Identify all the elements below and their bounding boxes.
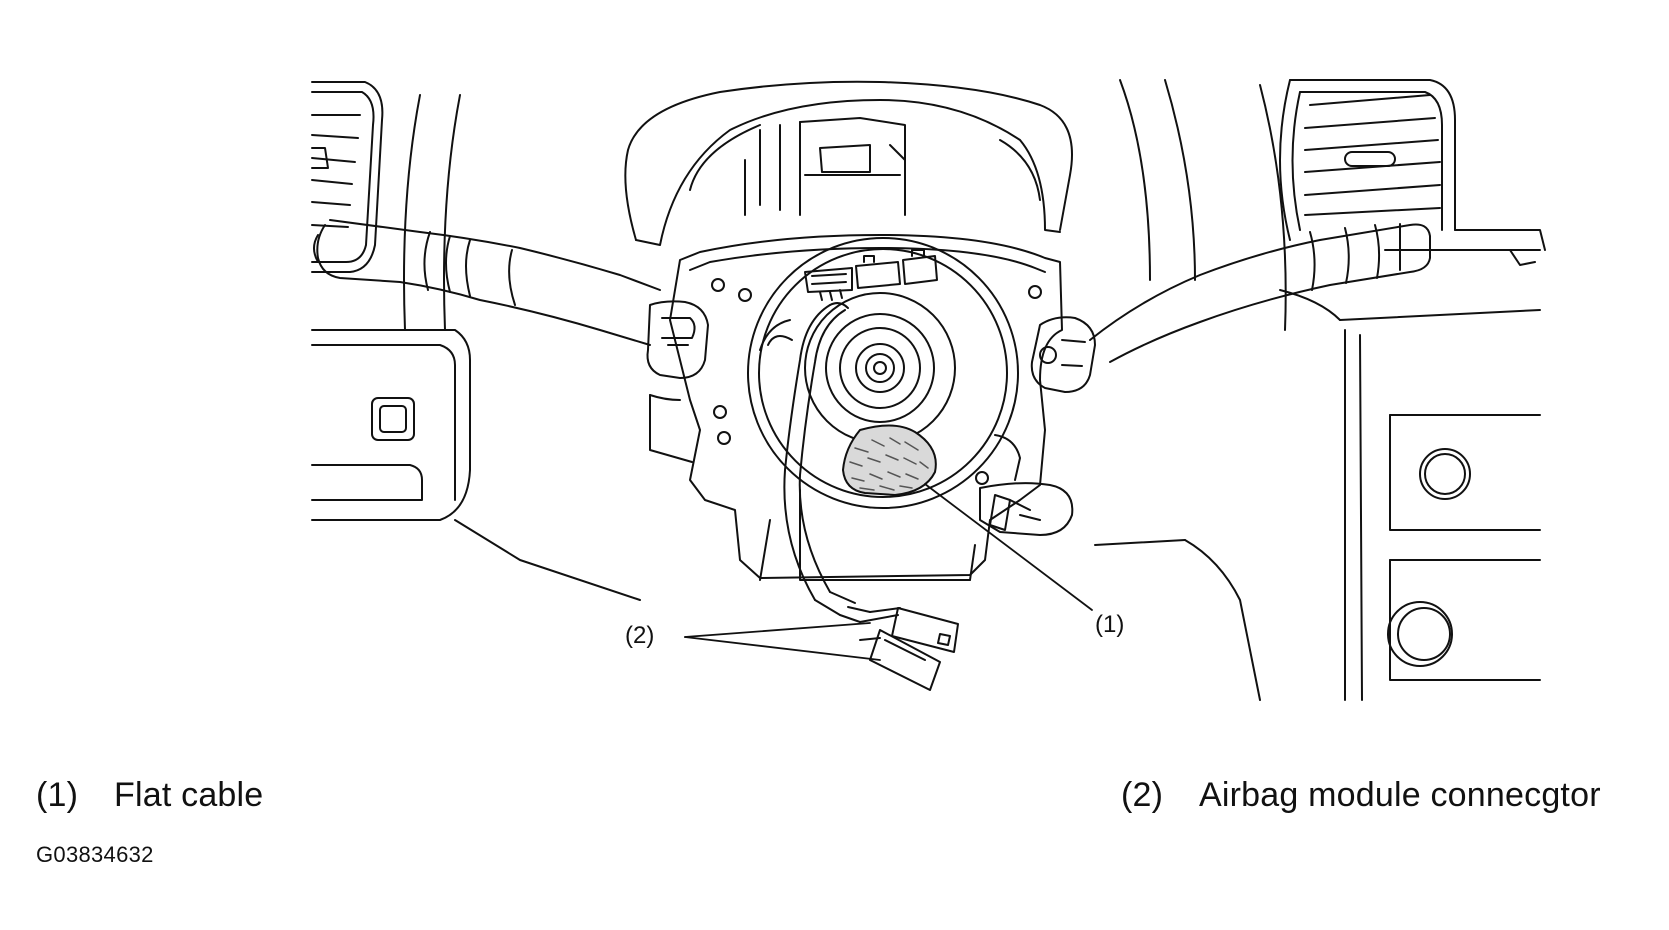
right-air-vent bbox=[1279, 79, 1546, 251]
leader-lines bbox=[684, 483, 1093, 661]
column-upper-cover bbox=[624, 80, 1073, 246]
clock-spring-ring bbox=[747, 237, 1019, 509]
legend-item-flat-cable: (1) Flat cable bbox=[36, 776, 263, 815]
steering-shaft-hub bbox=[804, 292, 956, 444]
airbag-connectors bbox=[859, 607, 959, 691]
column-shaft-housing bbox=[744, 117, 906, 216]
left-dashboard-panel bbox=[311, 94, 641, 601]
figure-code: G03834632 bbox=[36, 842, 154, 867]
leader-line-2b bbox=[684, 636, 881, 661]
right-dashboard-panel bbox=[1094, 79, 1541, 701]
legend-label: Airbag module connecgtor bbox=[1199, 776, 1601, 814]
harness-clip bbox=[979, 482, 1074, 536]
right-combination-switch bbox=[1030, 223, 1431, 393]
flat-cable-region bbox=[842, 424, 937, 496]
callout-1: (1) bbox=[1095, 611, 1124, 638]
left-combination-switch bbox=[313, 219, 709, 379]
leader-line-1 bbox=[924, 483, 1093, 611]
switch-base-plate bbox=[649, 234, 1063, 579]
leader-line-2a bbox=[684, 622, 871, 638]
column-lower-cover bbox=[759, 489, 976, 581]
legend-item-airbag-connector: (2) Airbag module connecgtor bbox=[1121, 776, 1601, 815]
legend-number: (1) bbox=[36, 776, 79, 814]
legend-number: (2) bbox=[1121, 776, 1164, 814]
airbag-harness bbox=[767, 302, 871, 623]
left-air-vent bbox=[311, 81, 384, 273]
callout-2: (2) bbox=[625, 622, 654, 649]
top-connectors bbox=[804, 249, 938, 301]
legend-label: Flat cable bbox=[114, 776, 264, 814]
